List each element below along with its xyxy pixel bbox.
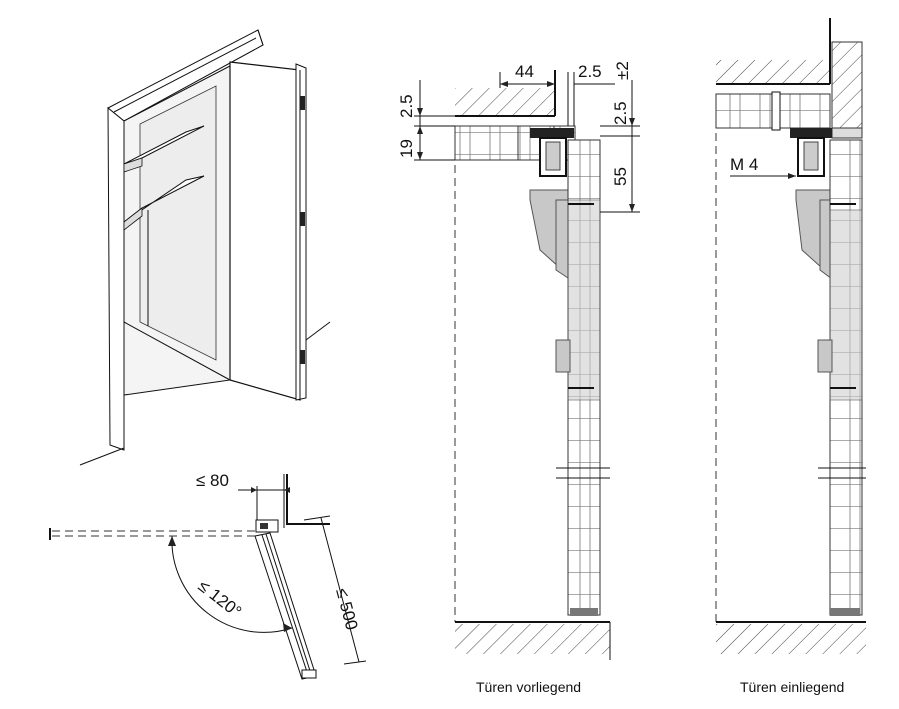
caption-vorliegend: Türen vorliegend	[476, 679, 581, 695]
dim-44-label: 44	[515, 62, 534, 81]
dim-pm2-label: ±2	[613, 61, 632, 80]
dim-le500-label: ≤ 500	[332, 586, 361, 632]
dim-2-5-left-label: 2.5	[397, 94, 416, 118]
dim-le80-label: ≤ 80	[196, 471, 229, 490]
dim-2-5-right-label: 2.5	[611, 101, 630, 125]
section-einliegend: M 4 Türen einliegend	[715, 18, 866, 695]
dim-19-label: 19	[397, 139, 416, 158]
dim-le120-label: ≤ 120°	[195, 576, 245, 621]
section-vorliegend: 44 2.5 ±2 2.5 19 2.5 55 Türen vorliegend	[397, 61, 640, 695]
dim-2-5-top-label: 2.5	[578, 62, 602, 81]
plan-view: ≤ 80 ≤ 500 ≤ 120°	[49, 471, 367, 680]
dim-m4-label: M 4	[730, 155, 758, 174]
caption-einliegend: Türen einliegend	[740, 679, 844, 695]
cabinet-isometric	[79, 29, 331, 466]
dim-55-label: 55	[611, 167, 630, 186]
